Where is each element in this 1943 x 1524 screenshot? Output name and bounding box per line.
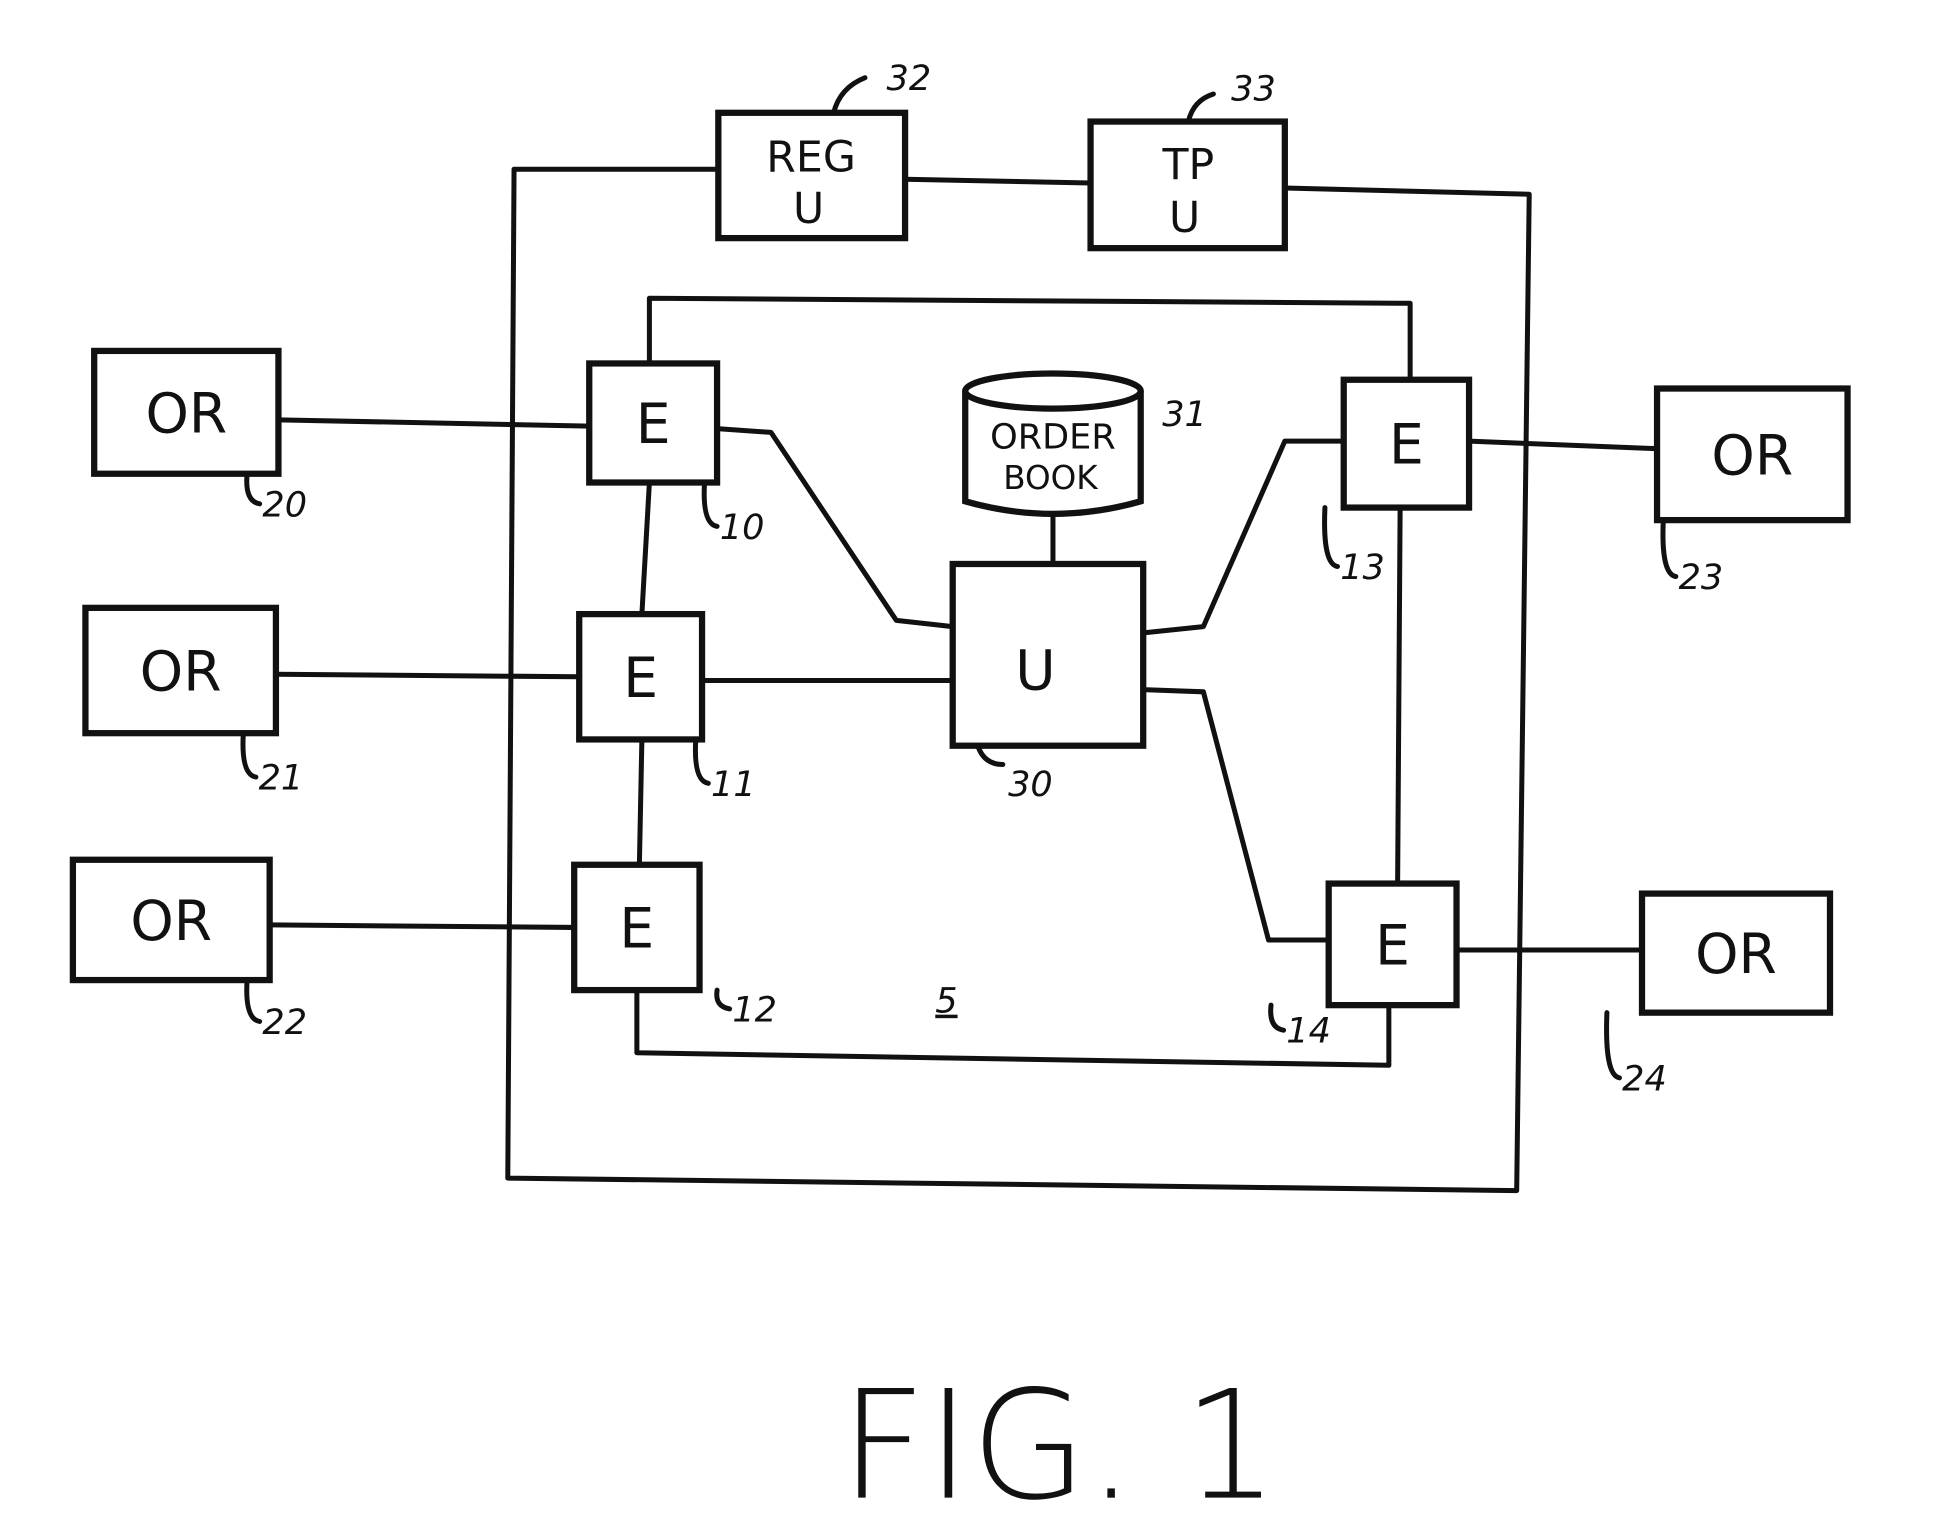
central-unit: U 30	[953, 564, 1144, 805]
ref-13: 13	[1340, 547, 1385, 588]
tp-unit-label: TP	[1161, 140, 1214, 190]
order-router-label: OR	[1711, 424, 1793, 488]
order-book-label: ORDER	[990, 417, 1116, 458]
ref-31: 31	[1162, 394, 1207, 435]
ref-30: 30	[1008, 764, 1053, 805]
ref-21: 21	[259, 758, 304, 799]
ref-20: 20	[262, 484, 307, 525]
network-ref-5: 5	[935, 981, 957, 1022]
reg-unit-label: REG	[766, 133, 856, 183]
link-u-e13	[1143, 441, 1344, 633]
entry-point-label: E	[1375, 914, 1410, 978]
order-router-label: OR	[145, 382, 227, 446]
entry-point-12: E 12	[574, 865, 777, 1031]
entry-point-label: E	[1389, 414, 1424, 478]
order-router-24: OR 24	[1607, 894, 1830, 1100]
ref-33: 33	[1231, 68, 1276, 109]
entry-point-13: E 13	[1325, 380, 1469, 588]
reg-unit: REG U 32	[718, 58, 931, 238]
order-router-23: OR 23	[1657, 389, 1848, 599]
tp-unit: TP U 33	[1091, 68, 1285, 248]
order-book-sublabel: BOOK	[1003, 459, 1099, 497]
entry-point-label: E	[623, 647, 658, 711]
ref-24: 24	[1622, 1058, 1667, 1099]
ref-12: 12	[732, 989, 777, 1030]
entry-point-14: E 14	[1271, 884, 1457, 1052]
order-router-20: OR 20	[94, 351, 307, 525]
order-book: ORDER BOOK 31	[965, 373, 1207, 513]
entry-point-10: E 10	[589, 363, 764, 547]
reg-tp-link	[905, 179, 1090, 183]
entry-point-label: E	[636, 393, 671, 457]
inner-loop-top	[649, 298, 1410, 379]
link-or21-e11	[276, 674, 579, 677]
order-router-21: OR 21	[85, 608, 303, 799]
link-e13-or23	[1469, 441, 1657, 449]
order-router-label: OR	[1695, 923, 1777, 987]
entry-point-label: E	[619, 897, 654, 961]
ref-11: 11	[711, 764, 756, 805]
ref-14: 14	[1286, 1011, 1331, 1052]
tp-unit-sublabel: U	[1169, 193, 1200, 243]
figure-title: FIG. 1	[840, 1359, 1279, 1524]
link-or20-e10	[278, 420, 589, 426]
ref-22: 22	[262, 1002, 307, 1043]
reg-unit-sublabel: U	[793, 184, 824, 234]
svg-text:U: U	[1015, 639, 1055, 703]
entry-point-11: E 11	[579, 614, 755, 805]
ref-32: 32	[887, 58, 932, 99]
order-router-22: OR 22	[73, 860, 307, 1043]
order-router-label: OR	[140, 641, 222, 705]
link-u-e14	[1134, 689, 1328, 940]
ref-10: 10	[720, 507, 765, 548]
ref-23: 23	[1679, 557, 1724, 598]
order-router-label: OR	[130, 890, 212, 954]
inner-loop-right	[1398, 508, 1401, 884]
link-or22-e12	[270, 925, 575, 928]
